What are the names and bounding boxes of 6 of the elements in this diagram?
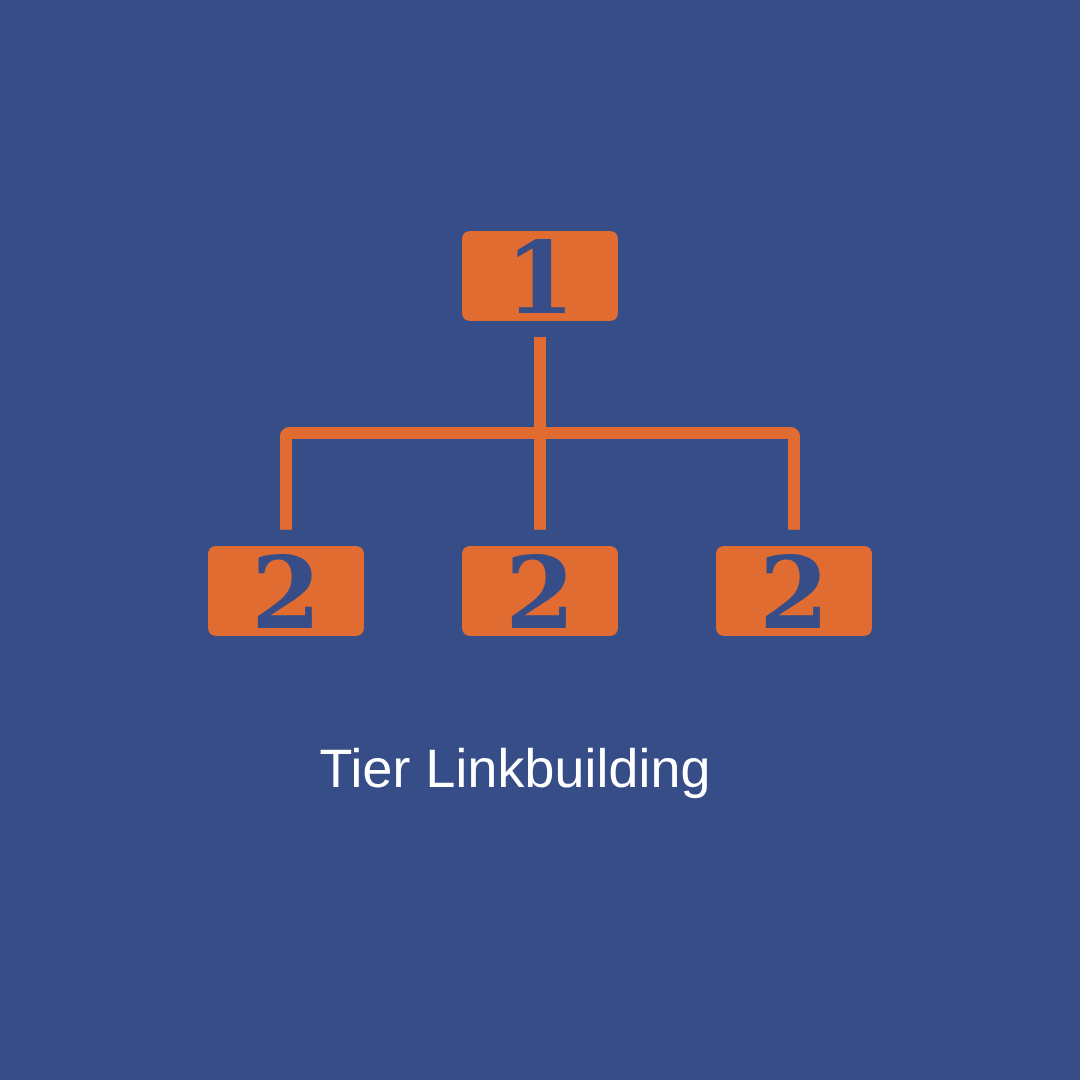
connector-line <box>534 337 800 530</box>
tier-box: 1 <box>462 231 618 321</box>
title: Tier Linkbuilding <box>320 747 707 799</box>
tier-box: 2 <box>462 546 618 636</box>
tier-box: 2 <box>208 546 364 636</box>
tier-box: 2 <box>716 546 872 636</box>
